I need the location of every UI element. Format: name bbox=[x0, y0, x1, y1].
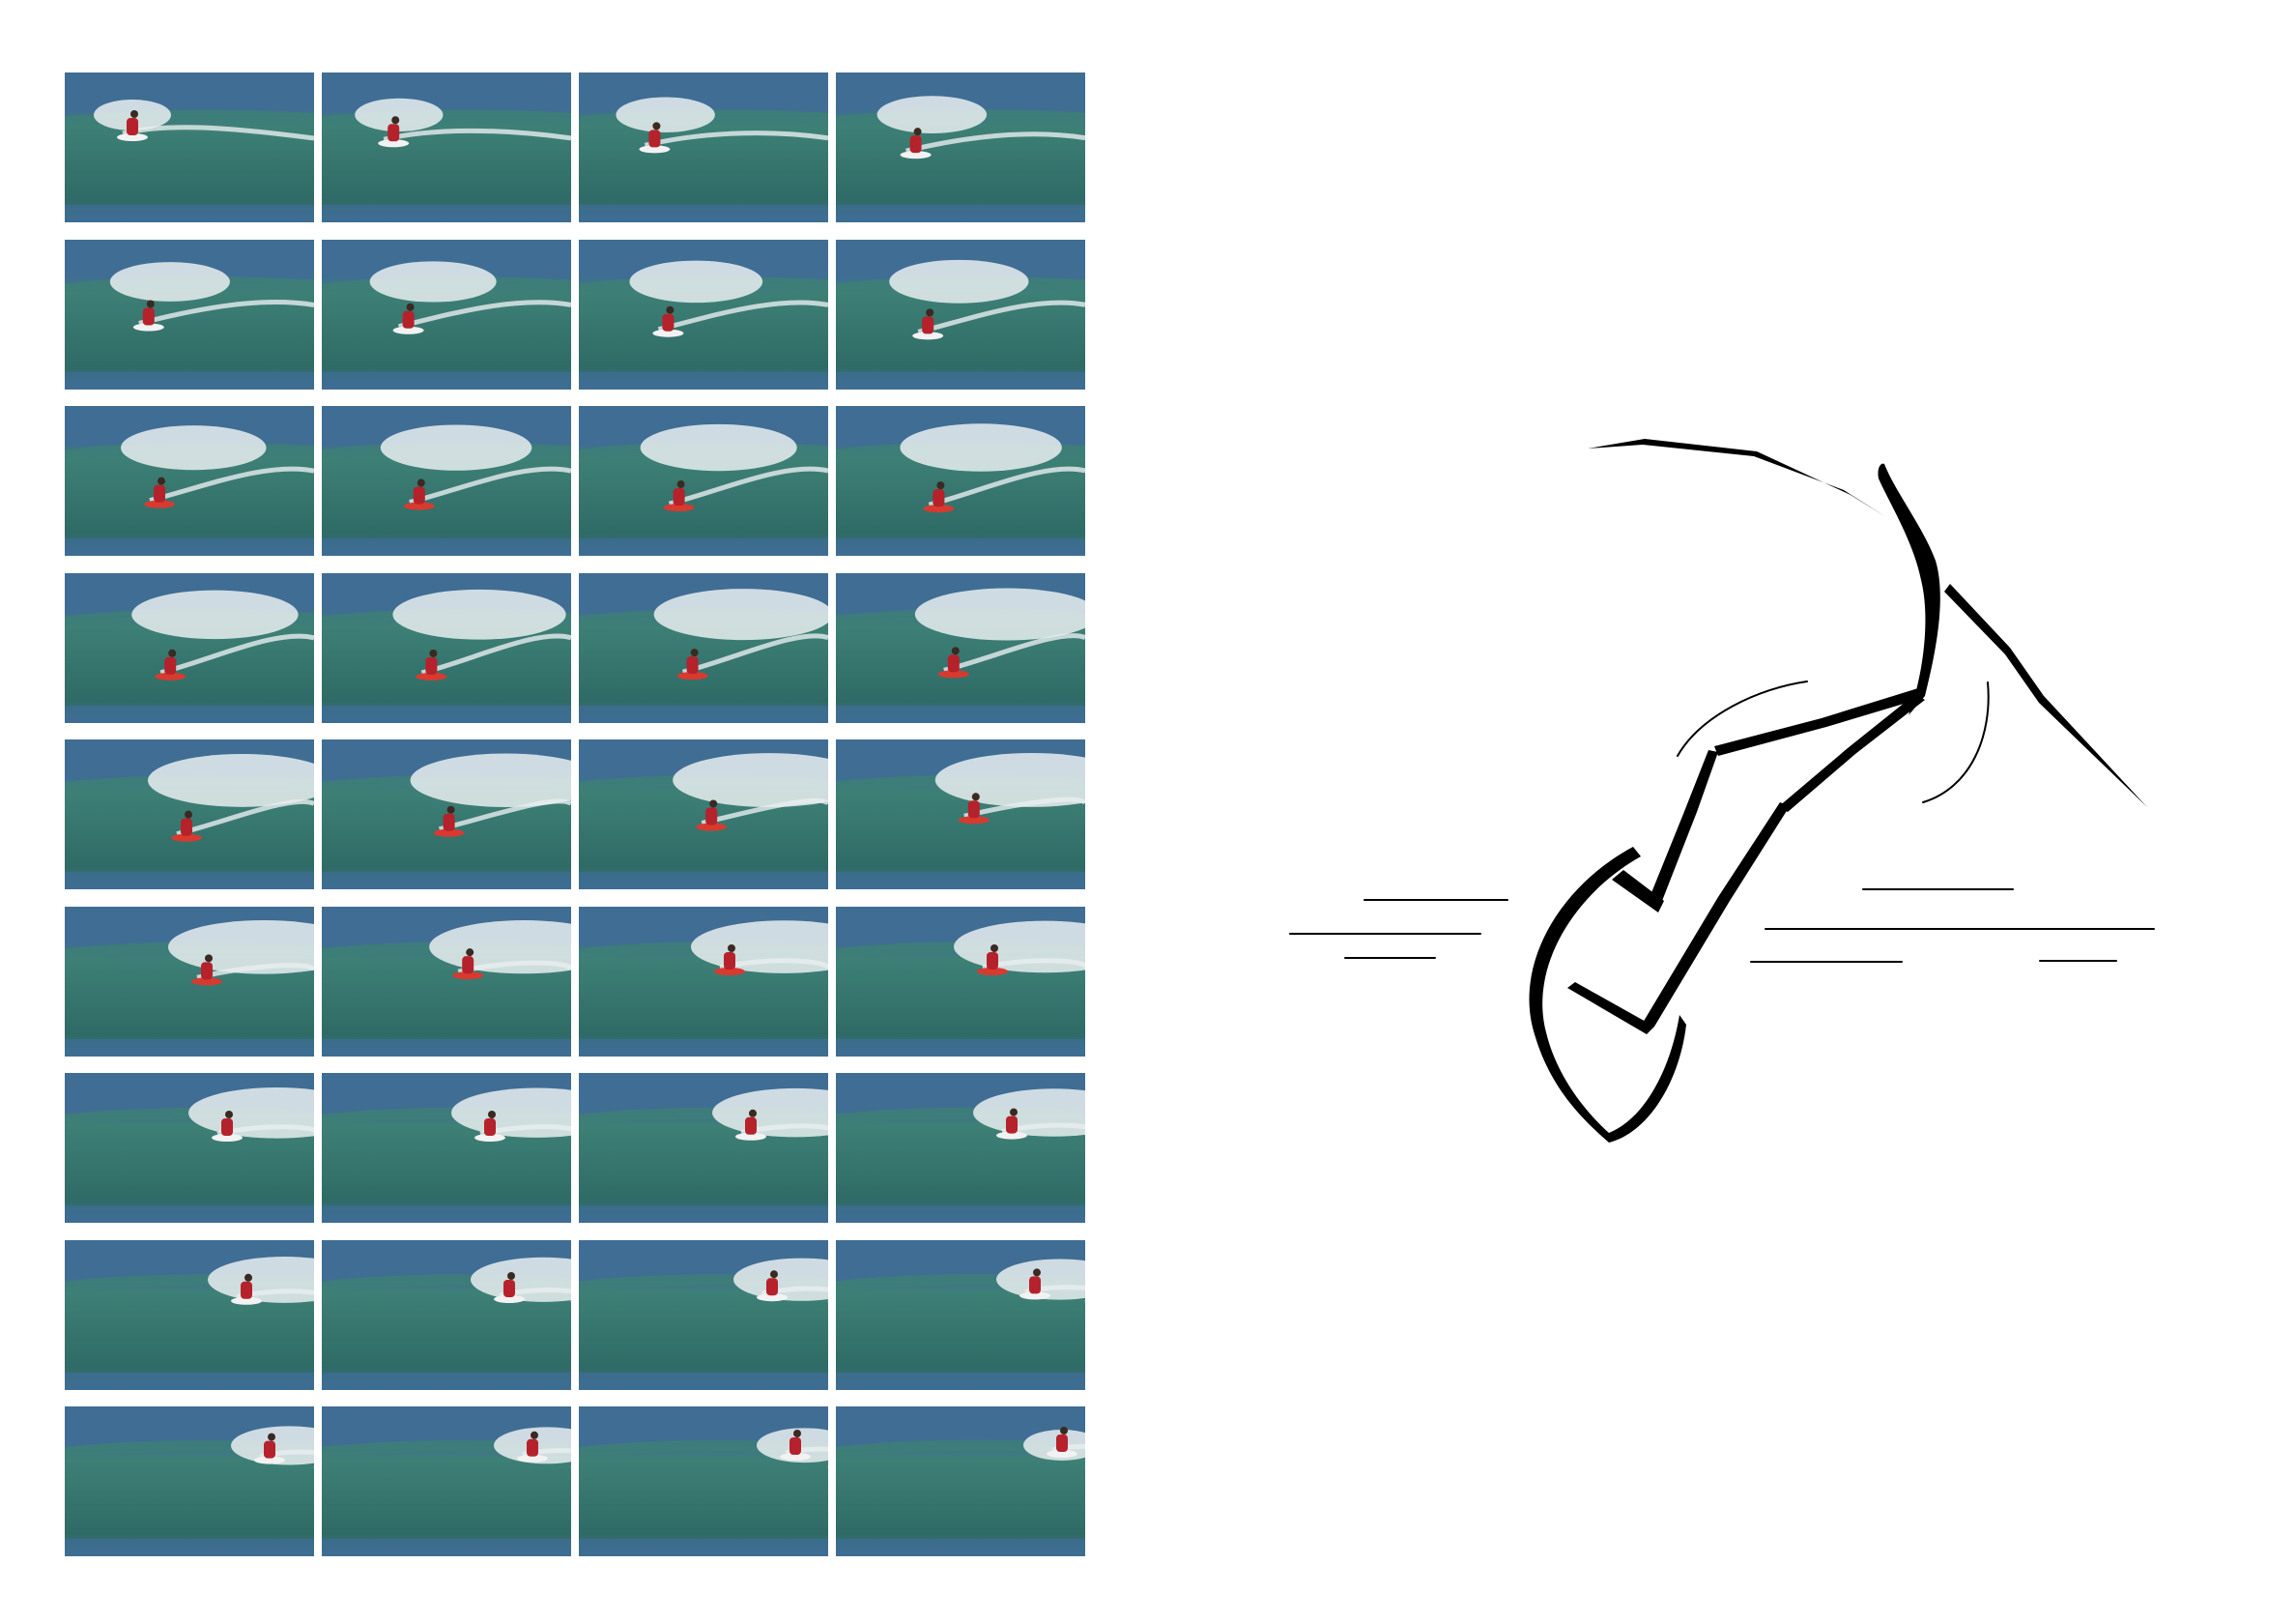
sketch-foot bbox=[1567, 982, 1654, 1034]
sketch-foot-hook bbox=[1612, 870, 1664, 912]
sequence-frame bbox=[836, 72, 1085, 222]
sequence-frame bbox=[65, 739, 314, 889]
sequence-frame bbox=[579, 1073, 828, 1223]
sequence-frame bbox=[836, 572, 1085, 723]
sketch-motion-arc-right bbox=[1922, 681, 1990, 803]
sequence-frame bbox=[322, 739, 571, 889]
sequence-frame bbox=[65, 72, 314, 222]
sketch-front-arm bbox=[1944, 584, 2147, 807]
sequence-frame bbox=[322, 572, 571, 723]
sequence-frame bbox=[579, 1406, 828, 1556]
sequence-frame bbox=[579, 239, 828, 390]
sequence-frame bbox=[836, 739, 1085, 889]
sequence-frame bbox=[65, 239, 314, 390]
sketch-motion-arc-left bbox=[1677, 681, 1808, 757]
sequence-frame bbox=[579, 739, 828, 889]
sketch-front-shin bbox=[1650, 750, 1718, 901]
sequence-frame bbox=[579, 1239, 828, 1390]
sequence-frame bbox=[579, 72, 828, 222]
sequence-frame bbox=[322, 239, 571, 390]
sequence-frame bbox=[579, 906, 828, 1057]
sequence-frame bbox=[65, 572, 314, 723]
sequence-frame bbox=[65, 906, 314, 1057]
sequence-frame bbox=[836, 1073, 1085, 1223]
sequence-frame bbox=[65, 1073, 314, 1223]
sequence-frame bbox=[65, 1406, 314, 1556]
sketch-surfboard bbox=[1529, 847, 1686, 1143]
sketch-front-thigh bbox=[1714, 688, 1923, 756]
sequence-frame bbox=[579, 406, 828, 556]
sequence-frame bbox=[579, 572, 828, 723]
sequence-frame bbox=[65, 406, 314, 556]
sequence-frame bbox=[322, 1073, 571, 1223]
sequence-frame bbox=[322, 406, 571, 556]
sequence-frame bbox=[836, 906, 1085, 1057]
sequence-frame bbox=[836, 406, 1085, 556]
sketch-back-shin bbox=[1643, 802, 1790, 1027]
sequence-frame bbox=[322, 906, 571, 1057]
sequence-frame bbox=[322, 72, 571, 222]
surfer-line-drawing bbox=[1289, 439, 2155, 1143]
sequence-frame bbox=[836, 1406, 1085, 1556]
surf-sequence-grid bbox=[65, 72, 1085, 1556]
sequence-frame bbox=[322, 1406, 571, 1556]
sequence-frame bbox=[836, 239, 1085, 390]
sketch-back-arm bbox=[1588, 439, 1886, 517]
sequence-frame bbox=[65, 1239, 314, 1390]
sketch-back-thigh bbox=[1778, 694, 1925, 812]
sketch-torso bbox=[1878, 463, 1940, 715]
sequence-frame bbox=[836, 1239, 1085, 1390]
sequence-frame bbox=[322, 1239, 571, 1390]
